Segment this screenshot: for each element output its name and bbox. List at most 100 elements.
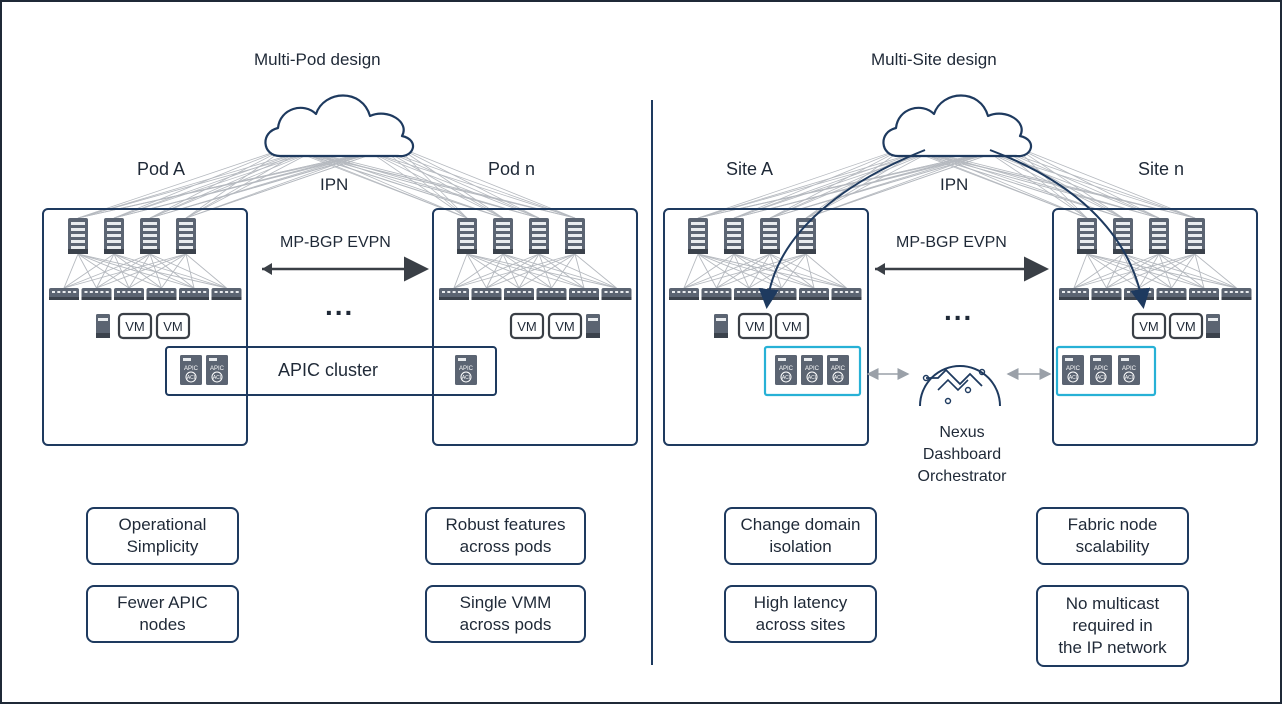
mpbgp-evpn-label-left: MP-BGP EVPN <box>280 234 391 251</box>
apic-cluster-label: APIC cluster <box>278 360 379 380</box>
aci-text: ACI <box>213 375 221 381</box>
site-n-leaf-3 <box>1156 288 1187 300</box>
apic-text: APIC <box>210 366 225 372</box>
apic-text: APIC <box>779 366 794 372</box>
site-a-spine-1 <box>724 218 744 254</box>
pod-n-box <box>432 208 638 446</box>
site-n-vm-2: VM <box>1168 312 1204 340</box>
site-n-leaf-4 <box>1189 288 1219 300</box>
ellipsis-right: ... <box>944 295 974 326</box>
vm-text: VM <box>1176 319 1196 334</box>
site-a-leaf-3 <box>766 288 797 300</box>
pod-n-server <box>586 314 600 338</box>
evpn-arrow-right-start <box>875 263 885 275</box>
ellipsis-left: ... <box>325 290 355 321</box>
feature-fewer-apic-nodes: Fewer APIC nodes <box>86 585 239 643</box>
multipod-title: Multi-Pod design <box>254 50 381 69</box>
apic-text: APIC <box>805 366 820 372</box>
apic-node-2: APIC ACI <box>206 355 228 385</box>
site-n-leaf-5 <box>1221 288 1252 300</box>
mesh-layer <box>63 145 1237 289</box>
vm-text: VM <box>555 319 575 334</box>
evpn-arrow-left-start <box>262 263 272 275</box>
aci-text: ACI <box>834 375 842 381</box>
pod-a-spine-1 <box>104 218 124 254</box>
site-n-label: Site n <box>1138 159 1185 179</box>
cloud-to-site-n-arrow <box>989 149 1151 309</box>
site-a-box <box>663 208 869 446</box>
site-a-apic-box <box>763 345 862 397</box>
site-a-apic-3: APIC ACI <box>827 355 849 385</box>
site-n-server <box>1206 314 1220 338</box>
apic-text: APIC <box>1094 366 1109 372</box>
vm-text: VM <box>745 319 765 334</box>
apic-cluster-box <box>165 346 497 396</box>
vm-text: VM <box>782 319 802 334</box>
pod-a-leaf-5 <box>211 288 242 300</box>
pod-n-leaf-0 <box>439 288 469 300</box>
feature-high-latency: High latency across sites <box>724 585 877 643</box>
aci-text: ACI <box>1069 375 1077 381</box>
mpbgp-evpn-label-right: MP-BGP EVPN <box>896 234 1007 251</box>
apic-text: APIC <box>1122 366 1137 372</box>
site-n-apic-3: APIC ACI <box>1118 355 1140 385</box>
pod-a-leaf-3 <box>146 288 177 300</box>
vm-text: VM <box>125 319 145 334</box>
site-n-box <box>1052 208 1258 446</box>
ipn-label-left: IPN <box>320 175 349 194</box>
pod-n-spine-0 <box>457 218 477 254</box>
feature-fabric-node-scalability: Fabric node scalability <box>1036 507 1189 565</box>
aci-text: ACI <box>782 375 790 381</box>
pod-a-spine-0 <box>68 218 88 254</box>
site-a-leaf-0 <box>669 288 699 300</box>
site-a-leaf-1 <box>701 288 732 300</box>
site-a-spine-0 <box>688 218 708 254</box>
aci-text: ACI <box>187 375 195 381</box>
device-layer: VM VM VM VM VM VM VM VM APIC ACI APIC ACI APIC ACI API… <box>42 94 1258 446</box>
pod-a-vm-2: VM <box>155 312 191 340</box>
feature-no-multicast: No multicast required in the IP network <box>1036 585 1189 667</box>
vm-text: VM <box>163 319 183 334</box>
site-a-spine-2 <box>760 218 780 254</box>
multisite-title: Multi-Site design <box>871 50 997 69</box>
aci-text: ACI <box>1125 375 1133 381</box>
apic-text: APIC <box>184 366 199 372</box>
site-n-spine-0 <box>1077 218 1097 254</box>
pod-a-box <box>42 208 248 446</box>
site-a-server <box>714 314 728 338</box>
feature-robust-features: Robust features across pods <box>425 507 586 565</box>
feature-operational-simplicity: Operational Simplicity <box>86 507 239 565</box>
pod-a-spine-3 <box>176 218 196 254</box>
site-a-leaf-5 <box>831 288 862 300</box>
pod-n-spine-3 <box>565 218 585 254</box>
pod-n-leaf-1 <box>471 288 502 300</box>
pod-n-spine-1 <box>493 218 513 254</box>
pod-n-leaf-2 <box>504 288 534 300</box>
site-a-vm-1: VM <box>737 312 773 340</box>
vm-text: VM <box>517 319 537 334</box>
pod-a-leaf-1 <box>81 288 112 300</box>
site-n-vm-1: VM <box>1131 312 1167 340</box>
site-n-leaf-1 <box>1091 288 1122 300</box>
site-a-vm-2: VM <box>774 312 810 340</box>
pod-n-leaf-3 <box>536 288 567 300</box>
pod-a-leaf-2 <box>114 288 144 300</box>
apic-text: APIC <box>459 366 474 372</box>
ipn-cloud-left <box>264 94 414 158</box>
ipn-cloud-right <box>882 94 1032 158</box>
pod-a-leaf-0 <box>49 288 79 300</box>
site-n-spine-3 <box>1185 218 1205 254</box>
feature-change-domain-isolation: Change domain isolation <box>724 507 877 565</box>
site-a-label: Site A <box>726 159 774 179</box>
cloud-to-site-a-arrow <box>758 149 926 309</box>
apic-text: APIC <box>831 366 846 372</box>
pod-a-label: Pod A <box>137 159 186 179</box>
pod-n-vm-2: VM <box>547 312 583 340</box>
site-n-apic-box <box>1055 345 1157 397</box>
site-n-spine-2 <box>1149 218 1169 254</box>
